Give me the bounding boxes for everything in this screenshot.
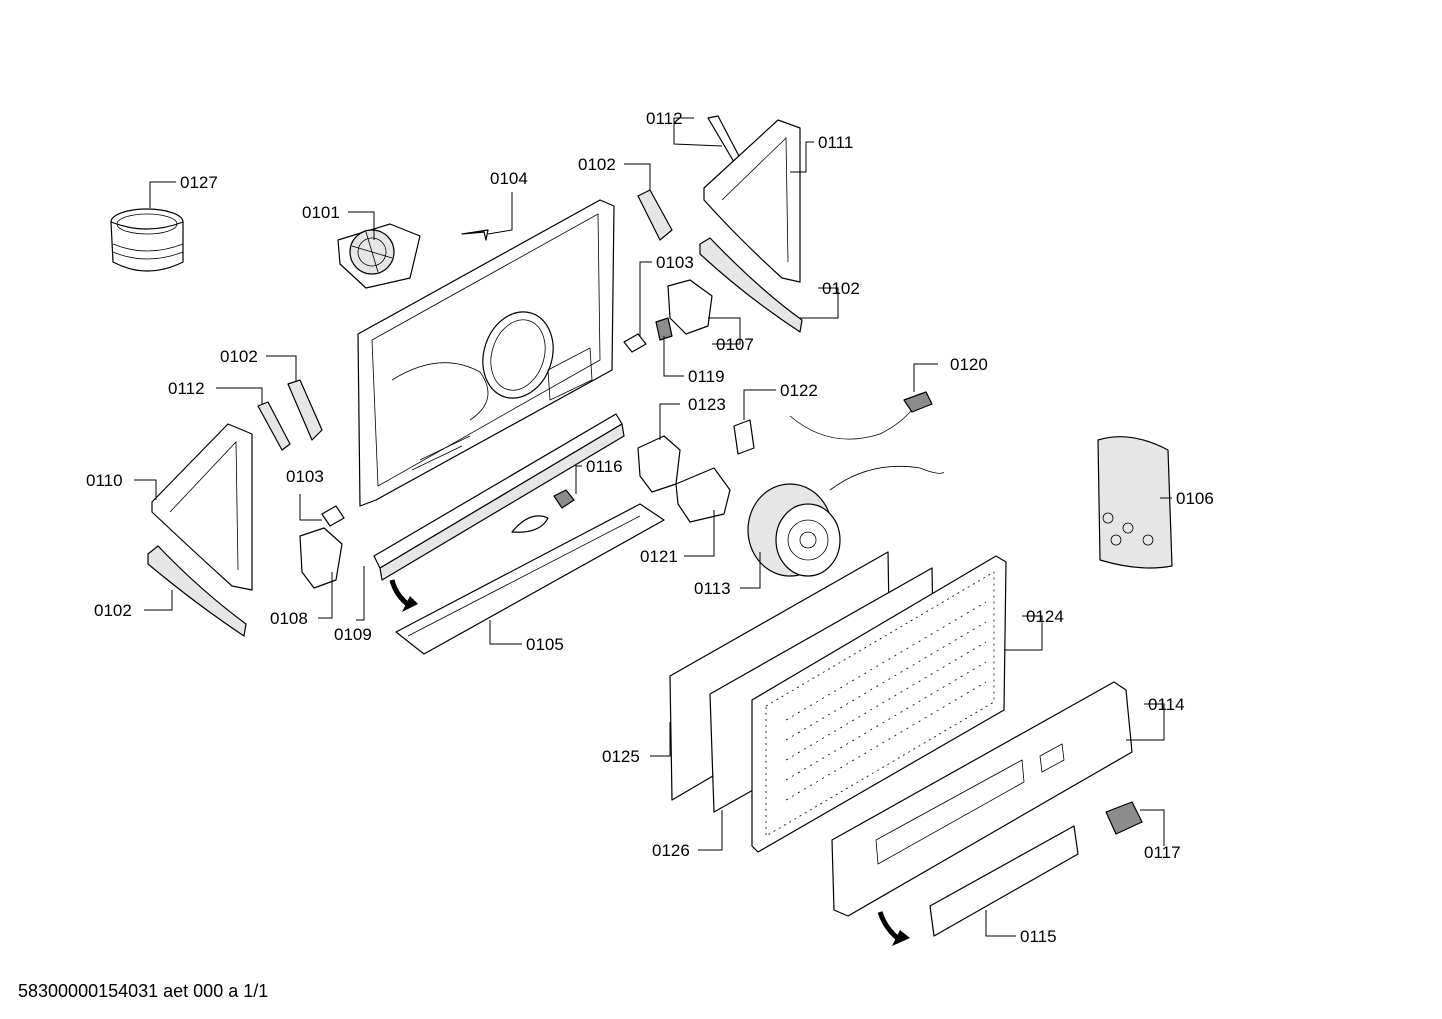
label-0126: 0126 <box>652 841 690 860</box>
part-0110-side-panel-left <box>151 423 253 591</box>
label-0117: 0117 <box>1144 843 1181 862</box>
part-0113-motor <box>747 465 945 577</box>
label-0112-top: 0112 <box>646 109 683 128</box>
part-0112-top-strip <box>707 115 741 163</box>
part-0116-lamp-socket <box>553 489 575 509</box>
label-0119: 0119 <box>688 367 725 386</box>
part-duct-connector <box>110 208 184 272</box>
part-0117-switch <box>1105 801 1143 835</box>
label-0122: 0122 <box>780 381 818 400</box>
label-0125: 0125 <box>602 747 640 766</box>
part-0114-front-panel <box>831 681 1133 917</box>
part-0119-clip <box>655 317 673 341</box>
part-housing-frame <box>357 199 615 507</box>
label-0102-bottom: 0102 <box>94 601 132 620</box>
arrow-left-head <box>402 596 418 612</box>
label-0103-left: 0103 <box>286 467 324 486</box>
part-number-labels: 0127 0101 0104 0102 0112 0111 0103 0102 … <box>86 109 1214 946</box>
part-0104-clip <box>461 229 489 241</box>
part-0124-grease-filter <box>751 555 1007 853</box>
part-0115-trim <box>929 825 1079 937</box>
part-0122-terminal <box>733 419 755 455</box>
leader-lines <box>134 117 1172 937</box>
part-0106-accessory-bag <box>1097 436 1173 569</box>
label-0116: 0116 <box>586 457 623 476</box>
label-0108: 0108 <box>270 609 308 628</box>
label-0110: 0110 <box>86 471 123 490</box>
label-0102-right: 0102 <box>822 279 860 298</box>
label-0124: 0124 <box>1026 607 1064 626</box>
label-0114: 0114 <box>1148 695 1185 714</box>
label-0115: 0115 <box>1020 927 1057 946</box>
label-0102-left: 0102 <box>220 347 258 366</box>
arrow-bottom-open <box>877 911 902 943</box>
label-0109: 0109 <box>334 625 372 644</box>
label-0121: 0121 <box>640 547 678 566</box>
part-0103-top-clip <box>623 333 647 353</box>
label-0101: 0101 <box>302 203 340 222</box>
label-0103-top: 0103 <box>656 253 694 272</box>
label-0104: 0104 <box>490 169 528 188</box>
label-0123: 0123 <box>688 395 726 414</box>
part-0120-cable <box>789 399 919 440</box>
part-0121-frame <box>675 467 731 523</box>
part-0103-left-clip <box>321 505 345 527</box>
part-0105-plate <box>395 503 665 655</box>
part-0101-fan-housing <box>337 223 421 289</box>
part-0123-frame <box>637 435 681 493</box>
document-id-footer: 58300000154031 aet 000 a 1/1 <box>18 981 269 1001</box>
part-0102-right-bracket <box>699 237 803 333</box>
label-0120: 0120 <box>950 355 988 374</box>
part-0112-left-strip <box>257 401 291 451</box>
arrow-bottom-head <box>892 930 910 946</box>
label-0111: 0111 <box>818 133 853 152</box>
label-0112-left: 0112 <box>168 379 205 398</box>
label-0107: 0107 <box>716 335 754 354</box>
label-0113: 0113 <box>694 579 731 598</box>
label-0127: 0127 <box>180 173 218 192</box>
part-0102-left-bracket <box>287 379 323 441</box>
part-0108-bracket <box>299 527 343 589</box>
part-0111-side-panel-right <box>703 119 801 283</box>
label-0106: 0106 <box>1176 489 1214 508</box>
part-0107-bracket <box>667 279 713 335</box>
label-0102-top: 0102 <box>578 155 616 174</box>
part-0102-top-bracket <box>637 189 673 241</box>
part-lamp-bulb <box>511 515 549 533</box>
part-0102-bottom-bracket <box>147 545 247 637</box>
label-0105: 0105 <box>526 635 564 654</box>
part-0120-plug <box>903 391 933 413</box>
part-0109-light-rail <box>373 413 625 581</box>
